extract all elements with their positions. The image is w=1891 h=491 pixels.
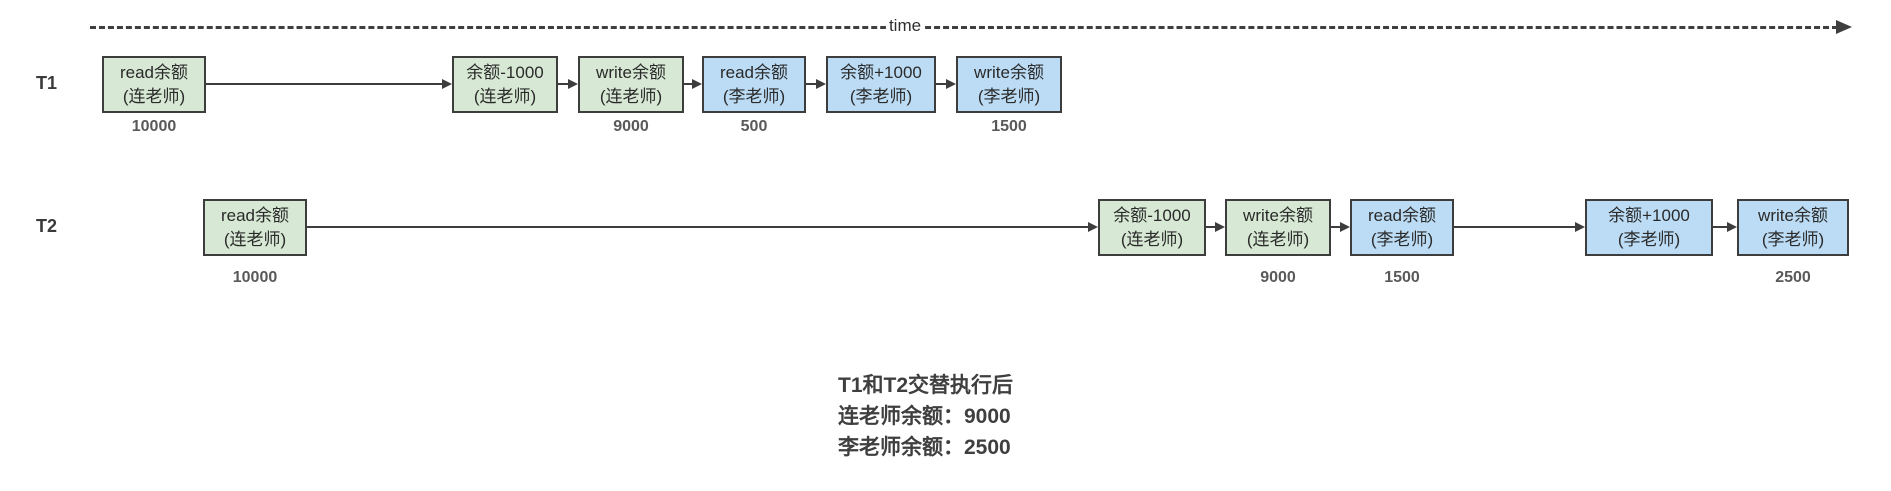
op-actor: (连老师) bbox=[1120, 229, 1184, 249]
op-label: read余额 bbox=[119, 62, 189, 82]
op-box-t1-read-lian: read余额 (连老师) bbox=[102, 56, 206, 113]
time-axis-arrowhead-icon bbox=[1836, 20, 1852, 34]
op-box-t2-read-lian: read余额 (连老师) bbox=[203, 199, 307, 256]
op-actor: (李老师) bbox=[722, 86, 786, 106]
op-label: write余额 bbox=[1758, 205, 1828, 225]
op-label: write余额 bbox=[974, 62, 1044, 82]
balance-value: 500 bbox=[740, 118, 768, 135]
arrow-right-long bbox=[307, 222, 1098, 232]
arrow-right bbox=[558, 79, 578, 89]
balance-value: 9000 bbox=[613, 118, 649, 135]
op-label: 余额-1000 bbox=[1113, 205, 1191, 225]
summary-title: T1和T2交替执行后 bbox=[838, 374, 1014, 397]
op-actor: (李老师) bbox=[1761, 229, 1825, 249]
result-summary: T1和T2交替执行后 连老师余额：9000 李老师余额：2500 bbox=[838, 370, 1013, 463]
balance-value: 1500 bbox=[991, 118, 1027, 135]
op-box-t1-write-lian: write余额 (连老师) bbox=[578, 56, 684, 113]
op-actor: (李老师) bbox=[977, 86, 1041, 106]
op-actor: (连老师) bbox=[122, 86, 186, 106]
op-label: 余额+1000 bbox=[840, 62, 922, 82]
op-label: read余额 bbox=[719, 62, 789, 82]
op-box-t2-sub1000-lian: 余额-1000 (连老师) bbox=[1098, 199, 1206, 256]
op-box-t2-add1000-li: 余额+1000 (李老师) bbox=[1585, 199, 1713, 256]
op-box-t1-sub1000-lian: 余额-1000 (连老师) bbox=[452, 56, 558, 113]
thread-label-t1: T1 bbox=[36, 73, 58, 93]
balance-value: 1500 bbox=[1384, 269, 1420, 286]
balance-value: 10000 bbox=[232, 269, 278, 286]
arrow-right bbox=[806, 79, 826, 89]
op-label: read余额 bbox=[220, 205, 290, 225]
op-actor: (连老师) bbox=[473, 86, 537, 106]
op-label: write余额 bbox=[596, 62, 666, 82]
op-actor: (连老师) bbox=[1246, 229, 1310, 249]
op-box-t2-write-li: write余额 (李老师) bbox=[1737, 199, 1849, 256]
balance-value: 9000 bbox=[1260, 269, 1296, 286]
op-box-t1-add1000-li: 余额+1000 (李老师) bbox=[826, 56, 936, 113]
arrow-right bbox=[1454, 222, 1585, 232]
op-actor: (连老师) bbox=[599, 86, 663, 106]
op-box-t2-write-lian: write余额 (连老师) bbox=[1225, 199, 1331, 256]
op-actor: (李老师) bbox=[1617, 229, 1681, 249]
op-box-t2-read-li: read余额 (李老师) bbox=[1350, 199, 1454, 256]
arrow-right bbox=[1713, 222, 1737, 232]
op-label: 余额+1000 bbox=[1608, 205, 1690, 225]
summary-li-balance: 李老师余额：2500 bbox=[838, 436, 1011, 459]
balance-value: 2500 bbox=[1775, 269, 1811, 286]
op-label: write余额 bbox=[1243, 205, 1313, 225]
arrow-right bbox=[936, 79, 956, 89]
arrow-right bbox=[206, 79, 452, 89]
op-label: read余额 bbox=[1367, 205, 1437, 225]
op-actor: (李老师) bbox=[849, 86, 913, 106]
op-label: 余额-1000 bbox=[466, 62, 544, 82]
op-box-t1-read-li: read余额 (李老师) bbox=[702, 56, 806, 113]
summary-lian-balance: 连老师余额：9000 bbox=[838, 405, 1011, 428]
time-axis-dashed-line bbox=[90, 26, 1838, 29]
op-box-t1-write-li: write余额 (李老师) bbox=[956, 56, 1062, 113]
arrow-right bbox=[1331, 222, 1350, 232]
arrow-right bbox=[684, 79, 702, 89]
thread-label-t2: T2 bbox=[36, 216, 58, 236]
op-actor: (李老师) bbox=[1370, 229, 1434, 249]
arrow-right bbox=[1206, 222, 1225, 232]
balance-value: 10000 bbox=[131, 118, 177, 135]
time-axis-label: time bbox=[885, 13, 925, 39]
op-actor: (连老师) bbox=[223, 229, 287, 249]
